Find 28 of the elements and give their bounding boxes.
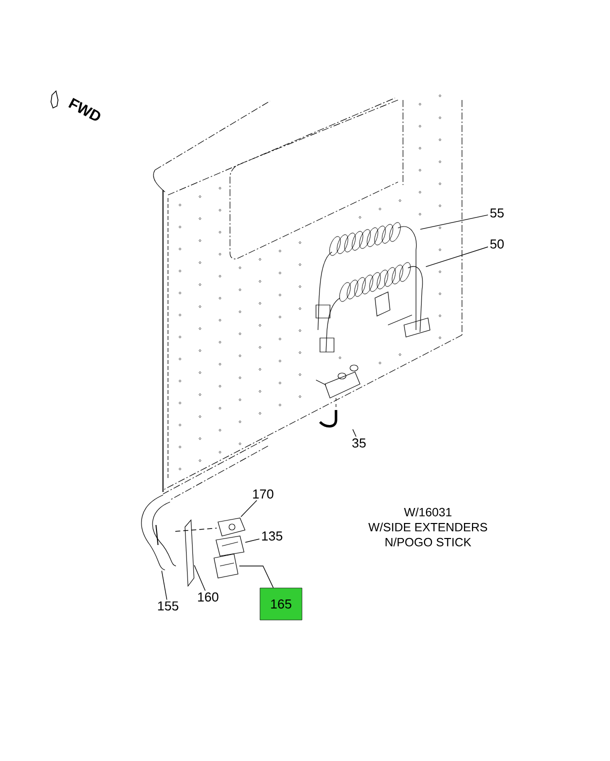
clip-drawing [218,518,246,536]
alignment-line [174,528,218,532]
coil-drawing [316,262,430,352]
coil-drawing [318,222,417,330]
manifold-drawing [316,364,360,428]
callout-number: 35 [352,438,366,448]
note-text: W/SIDE EXTENDERS [368,522,488,532]
note-text: W/16031 [404,508,452,516]
callout-number: 170 [253,489,274,499]
leader-line [194,564,206,591]
holder-drawing [214,554,238,578]
callout-number: 55 [490,208,504,218]
callout-number: 50 [490,239,504,249]
leader-line [352,428,356,437]
leader-line [244,538,260,543]
leader-line [420,214,488,230]
leader-line [238,566,274,588]
fwd-label: FWD [68,98,100,121]
callout-number: 135 [262,531,282,541]
leader-line [426,246,488,268]
bracket-drawing [216,536,244,556]
leader-line [161,570,168,600]
callout-number: 155 [158,601,178,611]
note-text: N/POGO STICK [386,538,472,546]
callout-box: 165 [260,588,302,620]
panel-edge-drawing [141,494,176,570]
callout-number: 160 [198,592,218,602]
leader-line [240,500,258,518]
